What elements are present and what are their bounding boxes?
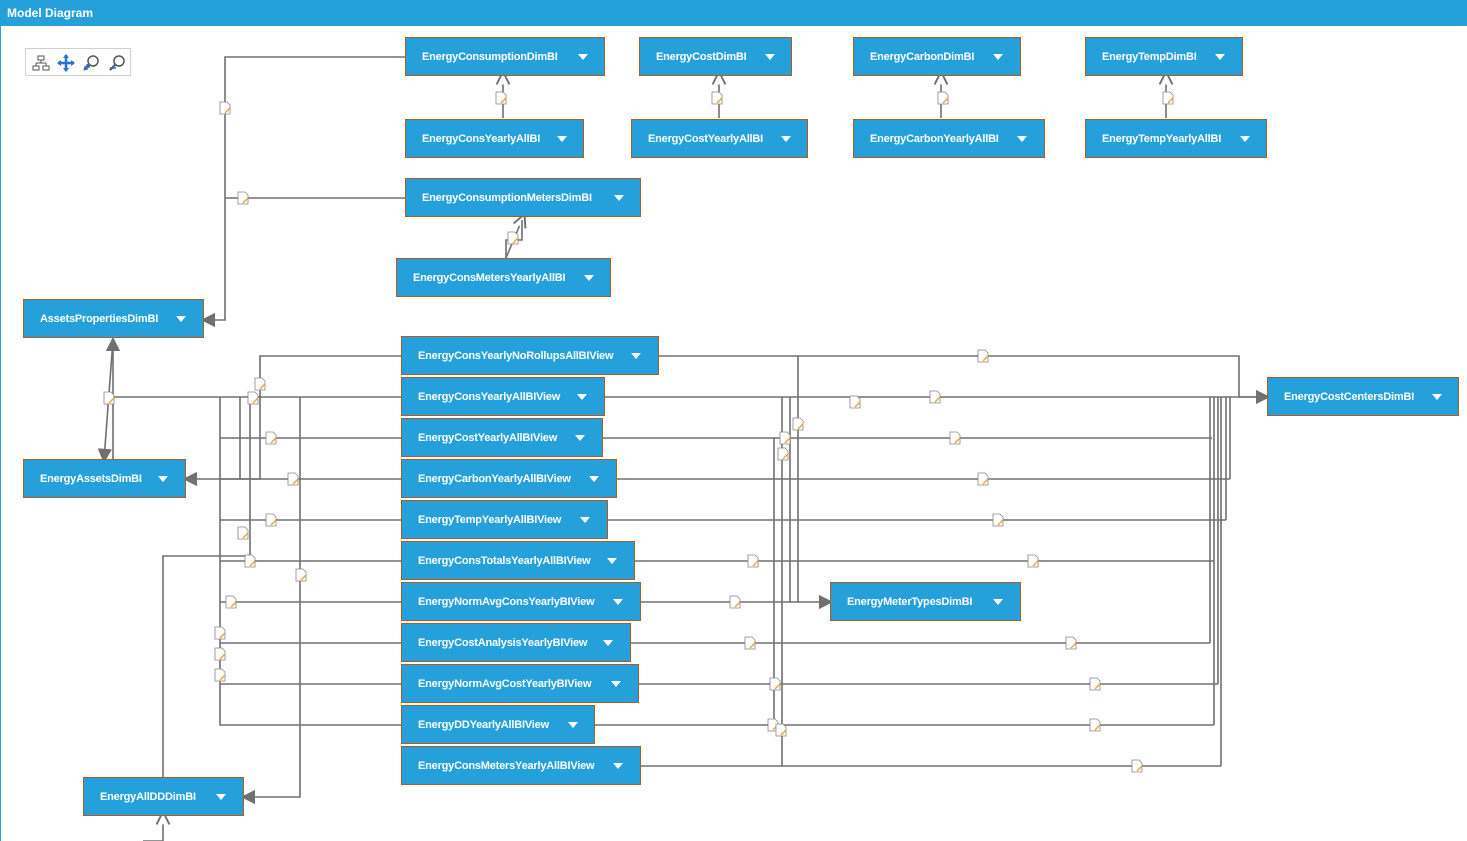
node-label: EnergyTempYearlyAllBI [1102,133,1222,145]
chevron-down-icon[interactable] [578,54,588,60]
node-label: EnergyAllDDDimBI [100,791,196,803]
node-view-cons-meters-yearly-all[interactable]: EnergyConsMetersYearlyAllBIView [401,746,641,785]
window-title: Model Diagram [7,6,94,20]
node-label: EnergyMeterTypesDimBI [847,596,973,608]
node-label: EnergyConsumptionMetersDimBI [422,192,592,204]
window-title-bar: Model Diagram [0,0,1467,26]
node-view-carbon-yearly-all[interactable]: EnergyCarbonYearlyAllBIView [401,459,617,498]
node-assets-properties-dim[interactable]: AssetsPropertiesDimBI [23,299,204,338]
node-view-cost-analysis-yearly[interactable]: EnergyCostAnalysisYearlyBIView [401,623,631,662]
node-energy-carbon-dim[interactable]: EnergyCarbonDimBI [853,37,1021,76]
zoom-in-icon[interactable] [82,53,102,73]
chevron-down-icon[interactable] [176,316,186,322]
chevron-down-icon[interactable] [589,476,599,482]
chevron-down-icon[interactable] [611,681,621,687]
chevron-down-icon[interactable] [993,599,1003,605]
node-view-norm-avg-cost-yearly[interactable]: EnergyNormAvgCostYearlyBIView [401,664,639,703]
node-energy-consumption-dim[interactable]: EnergyConsumptionDimBI [405,37,605,76]
zoom-out-icon[interactable] [108,53,128,73]
chevron-down-icon[interactable] [781,136,791,142]
node-label: EnergyConsMetersYearlyAllBIView [418,760,595,772]
node-label: EnergyCostAnalysisYearlyBIView [418,637,588,649]
node-label: EnergyCostCentersDimBI [1284,391,1415,403]
node-label: EnergyNormAvgCostYearlyBIView [418,678,592,690]
chevron-down-icon[interactable] [607,558,617,564]
node-label: AssetsPropertiesDimBI [40,313,159,325]
chevron-down-icon[interactable] [631,353,641,359]
node-label: EnergyAssetsDimBI [40,473,142,485]
node-label: EnergyCostDimBI [656,51,747,63]
chevron-down-icon[interactable] [613,763,623,769]
chevron-down-icon[interactable] [568,722,578,728]
node-energy-carbon-yearly-all[interactable]: EnergyCarbonYearlyAllBI [853,119,1045,158]
node-label: EnergyTempYearlyAllBIView [418,514,562,526]
pan-move-icon[interactable] [56,53,76,73]
node-label: EnergyCarbonDimBI [870,51,975,63]
node-label: EnergyTempDimBI [1102,51,1197,63]
node-energy-temp-yearly-all[interactable]: EnergyTempYearlyAllBI [1085,119,1267,158]
node-view-norm-avg-cons-yearly[interactable]: EnergyNormAvgConsYearlyBIView [401,582,641,621]
chevron-down-icon[interactable] [158,476,168,482]
node-label: EnergyNormAvgConsYearlyBIView [418,596,595,608]
node-view-dd-yearly-all[interactable]: EnergyDDYearlyAllBIView [401,705,595,744]
node-energy-consumption-meters-dim[interactable]: EnergyConsumptionMetersDimBI [405,178,641,217]
node-label: EnergyConsMetersYearlyAllBI [413,272,566,284]
node-energy-all-dd-dim[interactable]: EnergyAllDDDimBI [83,777,244,816]
node-energy-meter-types-dim[interactable]: EnergyMeterTypesDimBI [830,582,1021,621]
node-label: EnergyConsYearlyAllBIView [418,391,561,403]
chevron-down-icon[interactable] [557,136,567,142]
chevron-down-icon[interactable] [584,275,594,281]
node-view-temp-yearly-all[interactable]: EnergyTempYearlyAllBIView [401,500,608,539]
chevron-down-icon[interactable] [575,435,585,441]
chevron-down-icon[interactable] [580,517,590,523]
node-label: EnergyCostYearlyAllBIView [418,432,558,444]
node-view-cons-yearly-all[interactable]: EnergyConsYearlyAllBIView [401,377,605,416]
chevron-down-icon[interactable] [1017,136,1027,142]
chevron-down-icon[interactable] [993,54,1003,60]
node-label: EnergyConsTotalsYearlyAllBIView [418,555,591,567]
node-label: EnergyConsumptionDimBI [422,51,558,63]
node-energy-cons-yearly-all[interactable]: EnergyConsYearlyAllBI [405,119,584,158]
chevron-down-icon[interactable] [614,195,624,201]
node-label: EnergyCostYearlyAllBI [648,133,764,145]
chevron-down-icon[interactable] [1240,136,1250,142]
node-energy-cost-yearly-all[interactable]: EnergyCostYearlyAllBI [631,119,808,158]
chevron-down-icon[interactable] [603,640,613,646]
node-label: EnergyConsYearlyNoRollupsAllBIView [418,350,614,362]
chevron-down-icon[interactable] [613,599,623,605]
chevron-down-icon[interactable] [577,394,587,400]
chevron-down-icon[interactable] [216,794,226,800]
node-label: EnergyCarbonYearlyAllBIView [418,473,571,485]
chevron-down-icon[interactable] [765,54,775,60]
node-view-cons-yearly-no-rollups[interactable]: EnergyConsYearlyNoRollupsAllBIView [401,336,659,375]
node-energy-assets-dim[interactable]: EnergyAssetsDimBI [23,459,186,498]
chevron-down-icon[interactable] [1432,394,1442,400]
node-energy-cost-centers-dim[interactable]: EnergyCostCentersDimBI [1267,377,1459,416]
node-view-cost-yearly-all[interactable]: EnergyCostYearlyAllBIView [401,418,603,457]
node-energy-cons-meters-yearly-all[interactable]: EnergyConsMetersYearlyAllBI [396,258,611,297]
panel-border [0,26,1,841]
chevron-down-icon[interactable] [1215,54,1225,60]
diagram-toolbar [25,48,131,76]
node-label: EnergyCarbonYearlyAllBI [870,133,999,145]
node-view-cons-totals-yearly-all[interactable]: EnergyConsTotalsYearlyAllBIView [401,541,635,580]
layout-tree-icon[interactable] [31,53,51,73]
node-label: EnergyConsYearlyAllBI [422,133,541,145]
node-energy-temp-dim[interactable]: EnergyTempDimBI [1085,37,1243,76]
connector-lines [97,56,1271,841]
node-energy-cost-dim[interactable]: EnergyCostDimBI [639,37,792,76]
node-label: EnergyDDYearlyAllBIView [418,719,549,731]
